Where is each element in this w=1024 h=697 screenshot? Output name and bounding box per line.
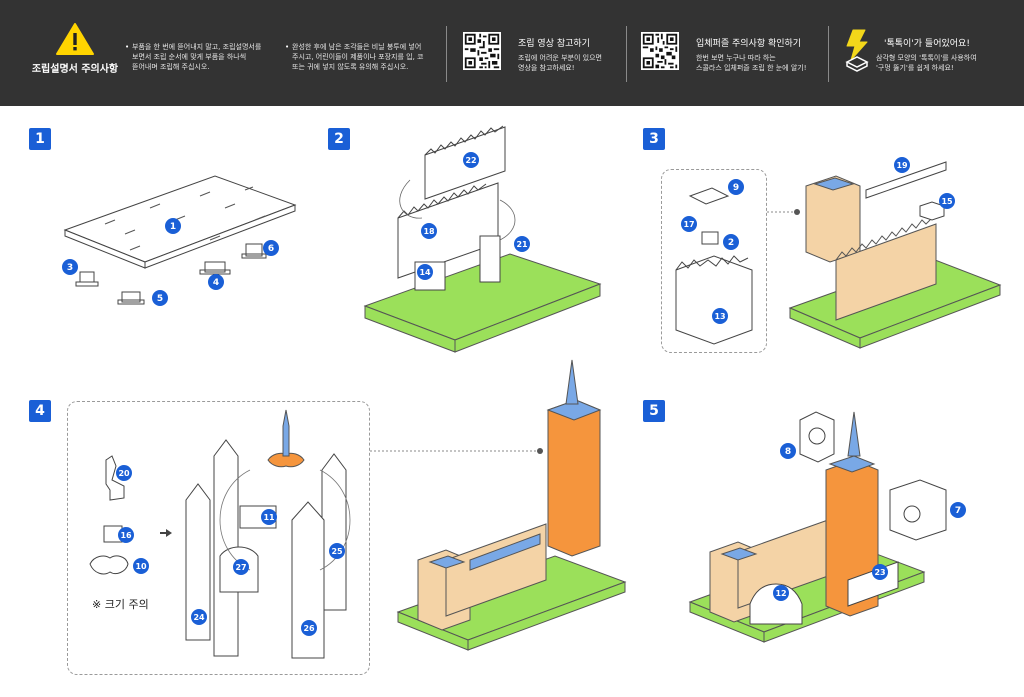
notice-line: 완성한 후에 남은 조각들은 비닐 봉투에 넣어 [292,43,422,51]
part-callout-20: 20 [116,465,132,481]
notice-line: 보면서 조립 순서에 맞게 부품을 하나씩 [132,53,247,61]
svg-text:26: 26 [303,624,315,633]
part-callout-27: 27 [233,559,249,575]
svg-text:19: 19 [896,161,908,170]
step3-illustration [675,161,1002,349]
part-callout-1: 1 [165,218,181,234]
part-callout-13: 13 [712,308,728,324]
svg-text:7: 7 [955,506,961,516]
popper-tool-icon [845,29,869,72]
part-callouts: 1 3 4 5 6 22 18 14 21 9 17 2 13 19 15 20… [62,152,966,636]
svg-text:13: 13 [714,312,725,321]
step-badge-2: 2 [328,128,350,150]
notice-assembly: • 부품을 한 번에 뜯어내지 말고, 조립설명서를 보면서 조립 순서에 맞게… [125,42,282,72]
svg-text:5: 5 [157,294,163,304]
header-divider [828,26,829,82]
notice-line: 뜯어내며 조립해 주십시오. [132,63,210,71]
part-callout-23: 23 [872,564,888,580]
part-callout-25: 25 [329,543,345,559]
svg-text:12: 12 [775,589,786,598]
step4-illustration [89,359,627,659]
svg-text:20: 20 [118,469,130,478]
instructions-header: 조립설명서 주의사항 • 부품을 한 번에 뜯어내지 말고, 조립설명서를 보면… [0,0,1024,106]
part-callout-11: 11 [261,509,277,525]
part-callout-2: 2 [723,234,739,250]
notice-line: 주시고, 어린이들이 제품이나 포장지를 입, 코 [292,53,424,61]
svg-text:14: 14 [419,268,431,277]
step-badge-1: 1 [29,128,51,150]
part-callout-15: 15 [939,193,955,209]
svg-text:10: 10 [135,562,147,571]
step5-illustration [688,411,947,643]
part-callout-3: 3 [62,259,78,275]
part-callout-6: 6 [263,240,279,256]
svg-text:16: 16 [120,531,132,540]
notice-line: 또는 귀에 넣지 않도록 유의해 주십시오. [292,63,409,71]
svg-text:24: 24 [193,613,205,622]
svg-text:9: 9 [733,183,739,193]
part-callout-14: 14 [417,264,433,280]
part-callout-8: 8 [780,443,796,459]
tool-title: '톡톡이'가 들어있어요! [884,39,970,49]
part-callout-16: 16 [118,527,134,543]
part-callout-22: 22 [463,152,479,168]
header-divider [626,26,627,82]
part-callout-24: 24 [191,609,207,625]
step3-detail-inset [661,169,767,353]
svg-text:2: 2 [728,238,734,248]
step1-illustration [63,175,297,305]
part-callout-18: 18 [421,223,437,239]
video-qr-code[interactable] [463,32,501,70]
header-divider [446,26,447,82]
part-callout-21: 21 [514,236,530,252]
step-badge-5: 5 [643,400,665,422]
svg-text:11: 11 [263,513,275,522]
warning-block: 조립설명서 주의사항 [30,22,120,75]
caution-title: 입체퍼즐 주의사항 확인하기 [696,39,802,49]
svg-text:1: 1 [170,222,176,232]
svg-text:17: 17 [683,220,694,229]
tool-desc: 삼각형 모양의 '톡톡이'를 사용하여 '구멍 뚫기'를 쉽게 하세요! [876,54,977,72]
video-desc: 조립에 어려운 부분이 있으면 영상을 참고하세요! [518,54,602,72]
svg-text:3: 3 [67,263,73,273]
size-caution-note: ※ 크기 주의 [92,598,149,611]
notice-line: 부품을 한 번에 뜯어내지 말고, 조립설명서를 [132,43,262,51]
part-callout-10: 10 [133,558,149,574]
part-callout-4: 4 [208,274,224,290]
step2-illustration [363,125,602,353]
part-callout-7: 7 [950,502,966,518]
svg-text:22: 22 [465,156,476,165]
part-callout-19: 19 [894,157,910,173]
svg-text:27: 27 [235,563,246,572]
part-callout-5: 5 [152,290,168,306]
svg-text:21: 21 [516,240,528,249]
assembly-illustrations: 1 3 4 5 6 22 18 14 21 9 17 2 13 19 15 20… [62,125,1002,659]
svg-text:25: 25 [331,547,343,556]
notice-safety: • 완성한 후에 남은 조각들은 비닐 봉투에 넣어 주시고, 어린이들이 제품… [285,42,442,72]
step-badge-4: 4 [29,400,51,422]
svg-text:23: 23 [874,568,885,577]
part-callout-26: 26 [301,620,317,636]
svg-text:4: 4 [213,278,219,288]
caution-desc: 한번 보면 누구나 따라 하는 스콜라스 입체퍼즐 조립 한 눈에 알기! [696,54,807,72]
video-title: 조립 영상 참고하기 [518,39,590,49]
step-badge-3: 3 [643,128,665,150]
svg-text:18: 18 [423,227,435,236]
part-callout-17: 17 [681,216,697,232]
svg-text:8: 8 [785,447,791,457]
part-callout-9: 9 [728,179,744,195]
part-callout-12: 12 [773,585,789,601]
caution-qr-code[interactable] [641,32,679,70]
svg-text:6: 6 [268,244,274,254]
warning-icon [56,23,94,55]
step4-detail-inset [67,401,370,675]
svg-text:15: 15 [941,197,953,206]
warning-title: 조립설명서 주의사항 [31,64,119,75]
